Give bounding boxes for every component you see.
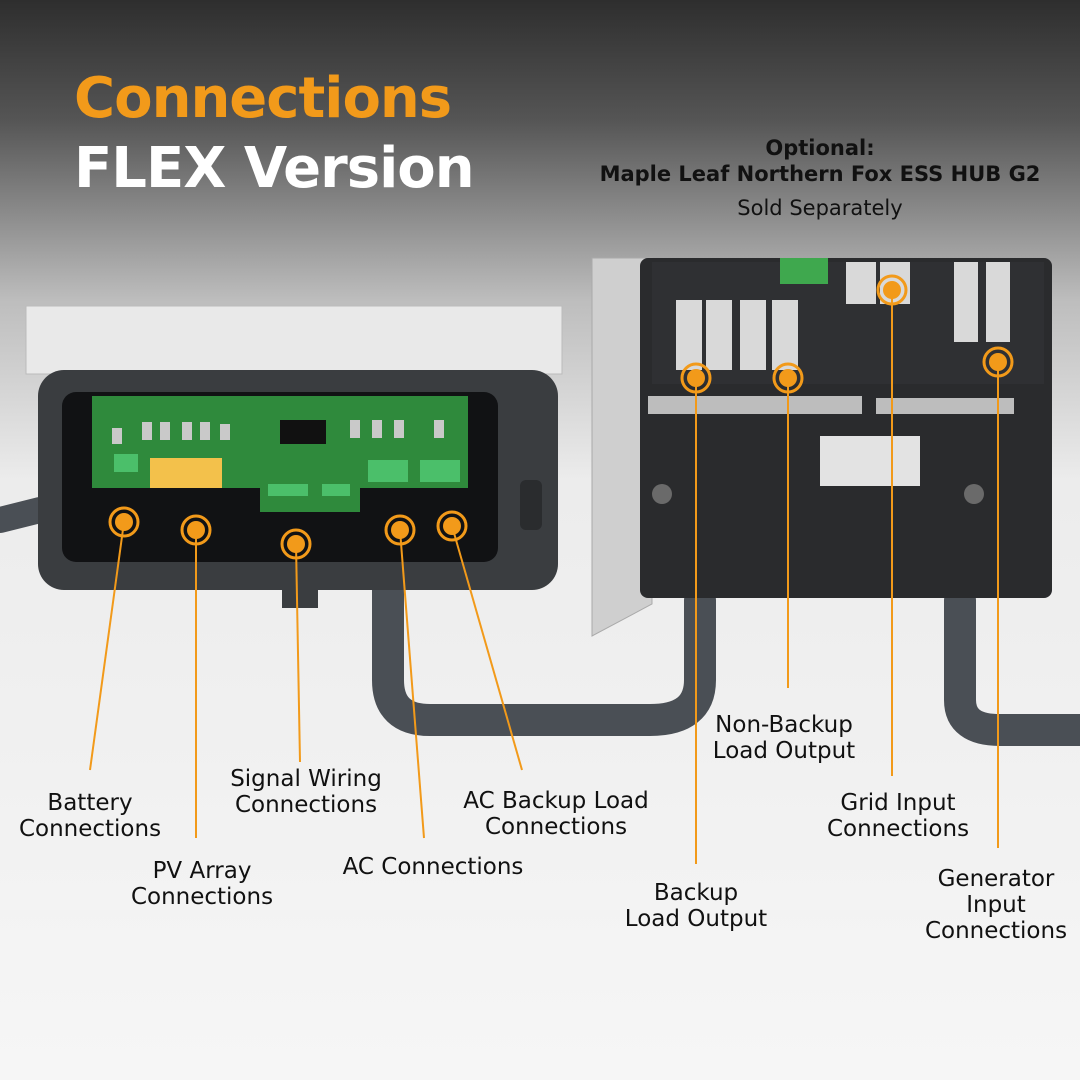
ac-connections-label: AC Connections <box>342 854 524 880</box>
signal-wiring-connections-label: Signal Wiring Connections <box>230 766 382 818</box>
non-backup-load-output-label: Non-Backup Load Output <box>712 712 856 764</box>
backup-load-output-label: Backup Load Output <box>624 880 768 932</box>
pv-array-marker <box>180 514 212 546</box>
leader-lines <box>89 290 999 864</box>
optional-label: Optional: <box>765 136 875 160</box>
pv-array-connections-label: PV Array Connections <box>130 858 274 910</box>
page-title: Connections <box>74 66 452 131</box>
generator-input-connections-label: Generator Input Connections <box>924 866 1068 944</box>
ac-backup-marker <box>436 510 468 542</box>
grid-input-marker <box>876 274 908 306</box>
ac-backup-load-connections-label: AC Backup Load Connections <box>463 788 649 840</box>
battery-connections-label: Battery Connections <box>18 790 162 842</box>
sold-separately-note: Sold Separately <box>737 196 903 220</box>
generator-input-marker <box>982 346 1014 378</box>
page-subtitle: FLEX Version <box>74 136 475 201</box>
connection-markers <box>108 274 1014 560</box>
signal-wiring-marker <box>280 528 312 560</box>
ess-hub-unit <box>591 257 1052 637</box>
hub-product-name: Maple Leaf Northern Fox ESS HUB G2 <box>599 162 1041 186</box>
inverter-unit <box>25 305 563 608</box>
conduit-pipes <box>0 497 1080 746</box>
non-backup-marker <box>772 362 804 394</box>
grid-input-connections-label: Grid Input Connections <box>826 790 970 842</box>
ac-marker <box>384 514 416 546</box>
backup-load-marker <box>680 362 712 394</box>
battery-marker <box>108 506 140 538</box>
